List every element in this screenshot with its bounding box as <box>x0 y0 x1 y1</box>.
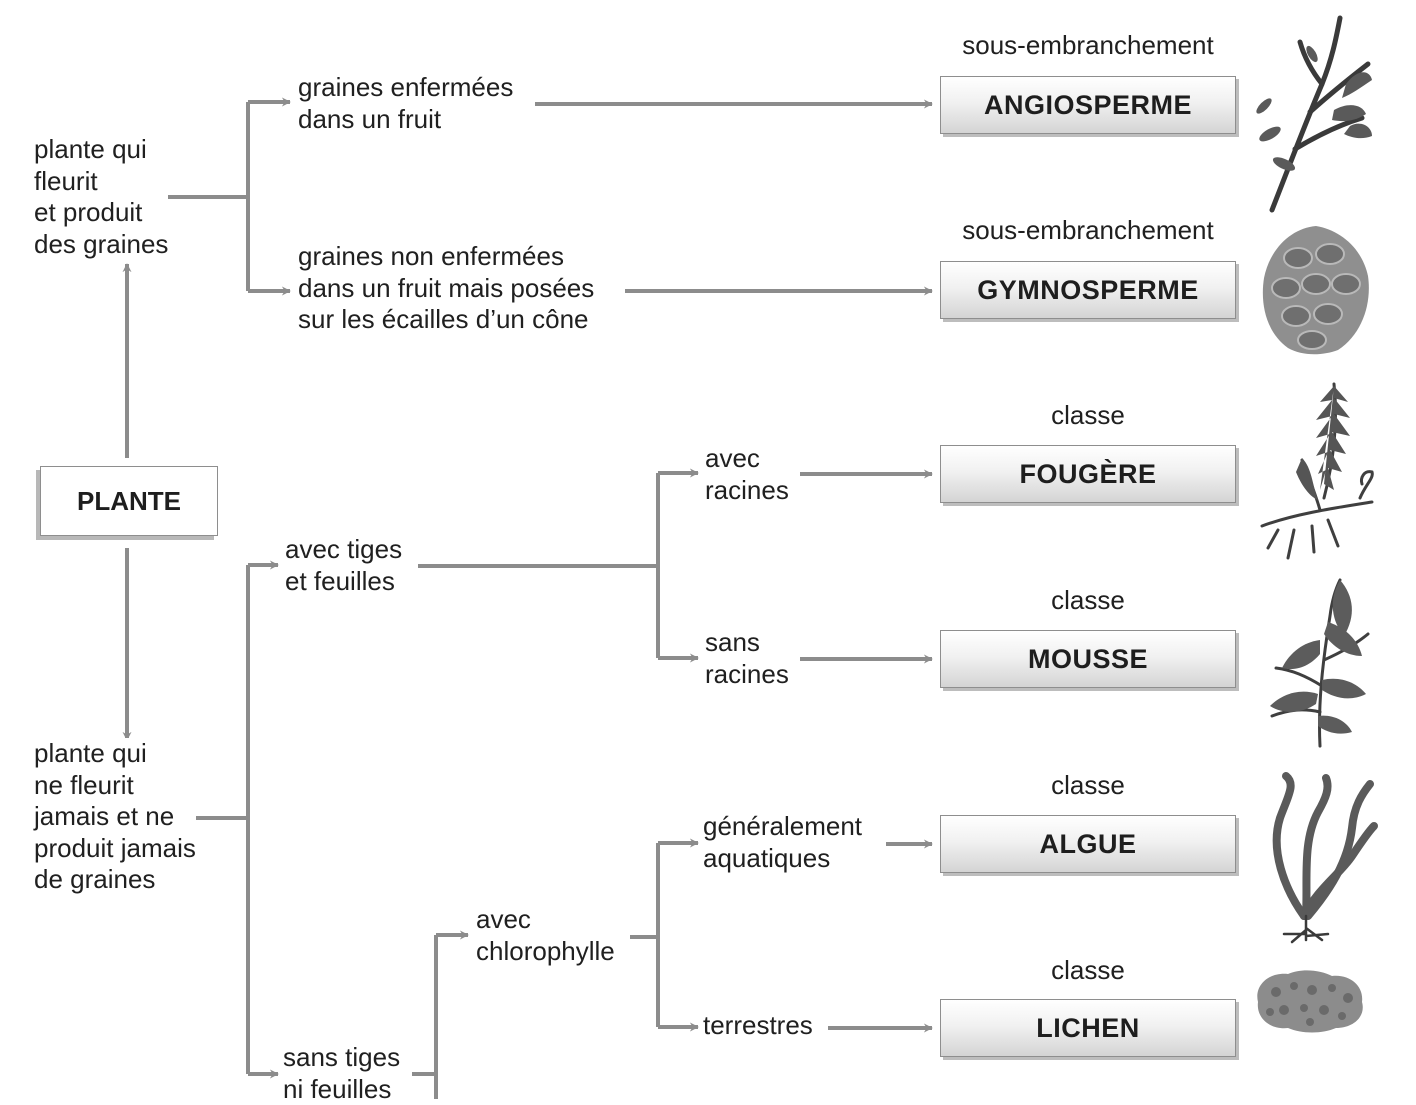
criterion-seeds-in-fruit: graines enfermées dans un fruit <box>298 72 514 135</box>
flowering-branch-icon <box>1256 15 1372 213</box>
group-box-algue: ALGUE <box>940 815 1236 873</box>
root-label: PLANTE <box>77 485 181 516</box>
criterion-seeds-on-cone: graines non enfermées dans un fruit mais… <box>298 241 595 336</box>
criterion-without-roots: sans racines <box>705 627 789 690</box>
group-name-mousse: MOUSSE <box>1027 643 1149 674</box>
group-box-gymnosperme: GYMNOSPERME <box>940 261 1236 319</box>
criterion-terrestrial: terrestres <box>703 1010 813 1042</box>
lichen-icon <box>1257 970 1363 1033</box>
branch-flowering-label: plante qui fleurit et produit des graine… <box>34 134 169 260</box>
group-name-angiosperme: ANGIOSPERME <box>983 89 1193 120</box>
pine-cone-icon <box>1262 226 1369 355</box>
group-name-algue: ALGUE <box>1039 828 1137 859</box>
seaweed-icon <box>1272 772 1378 944</box>
criterion-stems-leaves: avec tiges et feuilles <box>285 534 403 597</box>
criterion-chlorophyll: avec chlorophylle <box>476 904 615 967</box>
criterion-aquatic: généralement aquatiques <box>703 811 862 874</box>
branch-non-flowering-label: plante qui ne fleurit jamais et ne produ… <box>34 738 196 896</box>
rank-label-gymnosperme: sous-embranchement <box>962 215 1214 245</box>
moss-icon <box>1270 578 1370 748</box>
rank-label-angiosperme: sous-embranchement <box>962 30 1214 60</box>
group-box-mousse: MOUSSE <box>940 630 1236 688</box>
fern-icon <box>1260 382 1374 560</box>
rank-label-lichen: classe <box>1051 955 1125 985</box>
criterion-no-stems-leaves: sans tiges ni feuilles <box>283 1042 401 1105</box>
group-box-angiosperme: ANGIOSPERME <box>940 76 1236 134</box>
group-box-fougere: FOUGÈRE <box>940 445 1236 503</box>
rank-label-mousse: classe <box>1051 585 1125 615</box>
rank-label-fougere: classe <box>1051 400 1125 430</box>
group-box-lichen: LICHEN <box>940 999 1236 1057</box>
group-name-gymnosperme: GYMNOSPERME <box>977 274 1199 305</box>
group-name-fougere: FOUGÈRE <box>1019 458 1157 489</box>
root-box-plante: PLANTE <box>40 466 218 536</box>
group-name-lichen: LICHEN <box>1036 1012 1140 1043</box>
criterion-with-roots: avec racines <box>705 443 789 506</box>
rank-label-algue: classe <box>1051 770 1125 800</box>
